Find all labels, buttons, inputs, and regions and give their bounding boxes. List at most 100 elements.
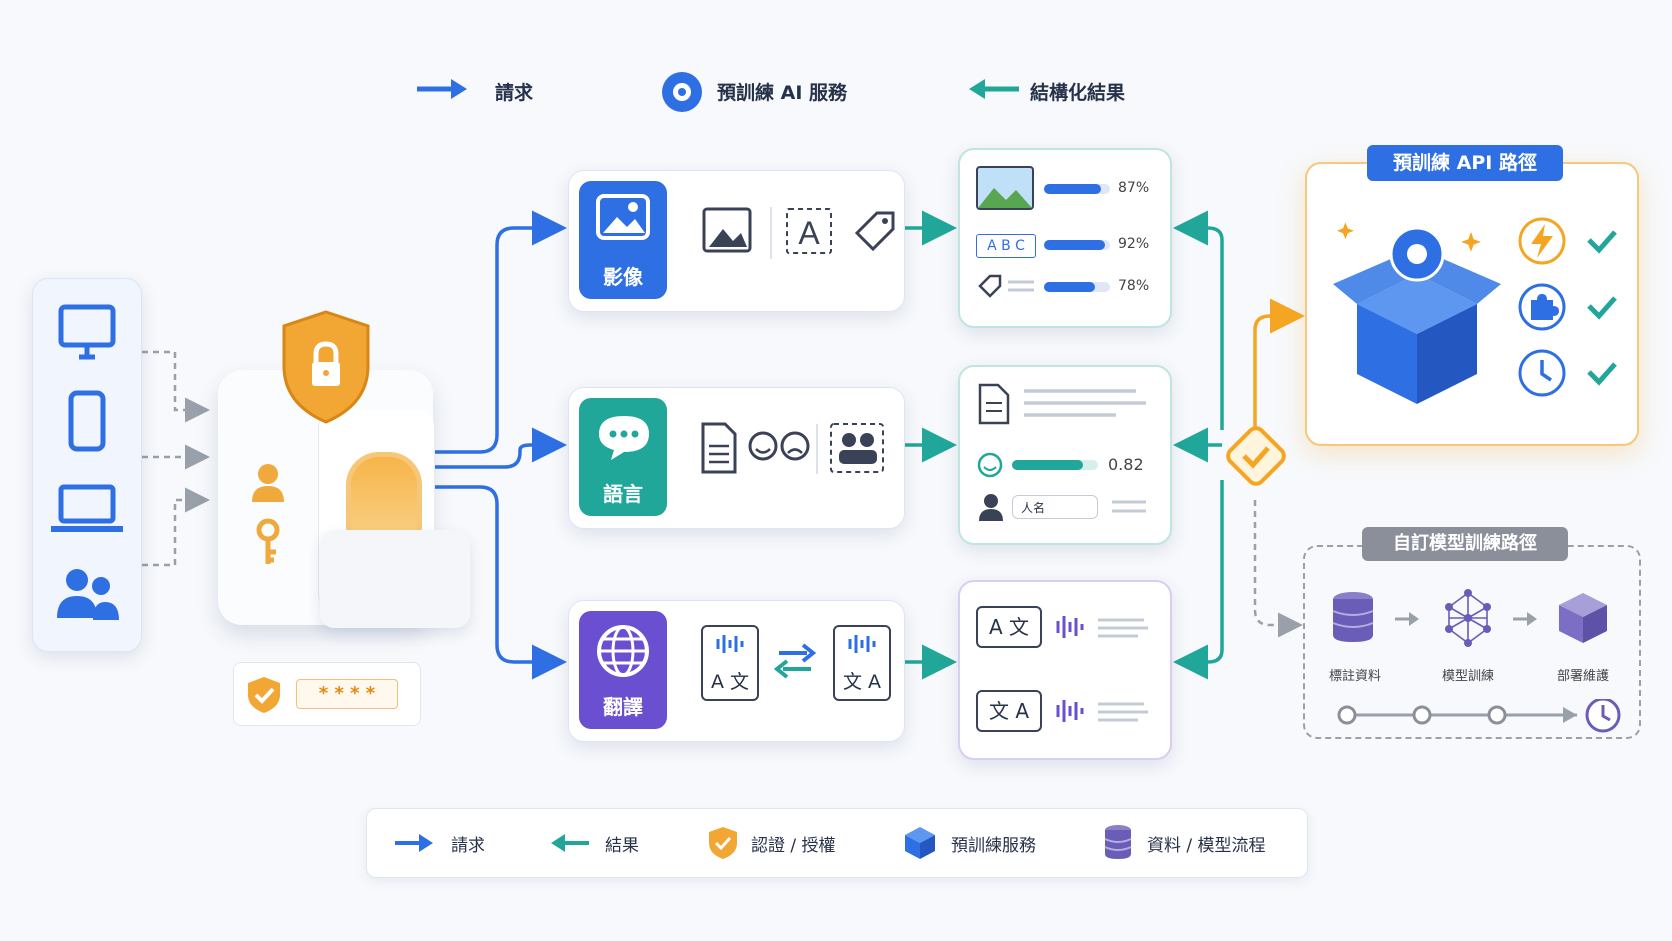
language-capabilities-icons bbox=[701, 422, 884, 474]
check-icon bbox=[1587, 362, 1617, 386]
cube-icon bbox=[1559, 593, 1607, 643]
neural-network-icon bbox=[1445, 589, 1491, 647]
auth-shield-icon bbox=[709, 827, 737, 859]
landscape-thumbnail-icon bbox=[976, 166, 1034, 210]
confidence-bar-track bbox=[1044, 282, 1110, 292]
verified-shield-icon bbox=[248, 677, 280, 713]
document-summary-icon bbox=[978, 383, 1146, 425]
check-icon bbox=[1587, 230, 1617, 254]
custom-model-panel: 標註資料 模型訓練 部署維護 bbox=[1303, 545, 1641, 739]
target-language-box: 文 A bbox=[833, 625, 891, 701]
pretrained-api-title: 預訓練 API 路徑 bbox=[1367, 145, 1563, 181]
source-glyphs: A 文 bbox=[710, 671, 750, 693]
image-capabilities-icons: A bbox=[702, 207, 895, 259]
decision-check-icon bbox=[1226, 426, 1286, 486]
legend-item-label: 認證 / 授權 bbox=[751, 836, 836, 856]
translate-results-card: A 文 文 A bbox=[958, 580, 1172, 760]
gear-icon bbox=[662, 72, 702, 112]
image-results-card: A B C 87% 92% 78% bbox=[958, 148, 1172, 328]
result-arrow-icon bbox=[551, 834, 589, 852]
legend-item-label: 請求 bbox=[451, 836, 485, 856]
waveform-lines-icon bbox=[1056, 700, 1148, 722]
confidence-bar-fill bbox=[1044, 184, 1102, 194]
target-glyphs: 文 A bbox=[842, 671, 882, 693]
credential-card: * * * * bbox=[233, 662, 421, 726]
chat-bubble-icon bbox=[599, 416, 649, 460]
image-service-tile: 影像 bbox=[579, 181, 667, 299]
waveform-lines-icon bbox=[1056, 616, 1148, 638]
arrow-right-icon bbox=[1513, 612, 1537, 626]
language-service-tile: 語言 bbox=[579, 398, 667, 516]
confidence-bar-fill bbox=[1044, 282, 1096, 292]
step-label: 模型訓練 bbox=[1441, 669, 1494, 684]
legend-item-label: 資料 / 模型流程 bbox=[1147, 836, 1266, 856]
service-box-icon bbox=[1333, 222, 1501, 404]
client-devices-panel bbox=[32, 278, 142, 652]
confidence-bar-fill bbox=[1044, 240, 1105, 250]
source-result-glyphs: A 文 bbox=[976, 606, 1042, 648]
clock-icon bbox=[1518, 349, 1566, 397]
entity-tag: 人名 bbox=[1012, 495, 1098, 519]
confidence-bar-track bbox=[1044, 184, 1110, 194]
translate-service-tile: 翻譯 bbox=[579, 611, 667, 729]
legend-ai-service-label: 預訓練 AI 服務 bbox=[717, 82, 848, 104]
globe-icon bbox=[597, 625, 649, 677]
confidence-value: 92% bbox=[1118, 236, 1150, 252]
waveform-icon bbox=[716, 635, 744, 653]
custom-model-title: 自訂模型訓練路徑 bbox=[1362, 527, 1568, 561]
legend-item-label: 預訓練服務 bbox=[951, 836, 1036, 856]
person-icon bbox=[979, 494, 1003, 521]
target-result-glyphs: 文 A bbox=[976, 690, 1042, 732]
request-arrow-icon bbox=[395, 834, 433, 852]
waveform-icon bbox=[848, 635, 876, 653]
confidence-value: 87% bbox=[1118, 180, 1150, 196]
sentiment-score: 0.82 bbox=[1108, 455, 1144, 474]
laptop-icon bbox=[51, 484, 123, 532]
image-service-label: 影像 bbox=[603, 265, 643, 289]
lightning-icon bbox=[1518, 217, 1566, 265]
language-results-card: 0.82 人名 bbox=[958, 365, 1172, 545]
result-arrow-icon bbox=[969, 79, 1019, 99]
tag-icon bbox=[978, 274, 1034, 298]
confidence-bar-track bbox=[1044, 240, 1110, 250]
legend-request-label: 請求 bbox=[495, 82, 534, 104]
bottom-legend: 請求 結果 認證 / 授權 預訓練服務 資料 / 模型流程 bbox=[366, 808, 1308, 878]
smile-icon bbox=[977, 452, 1003, 478]
service-cube-icon bbox=[905, 827, 935, 859]
user-key-icon bbox=[252, 464, 284, 564]
password-field: * * * * bbox=[296, 679, 398, 709]
check-icon bbox=[1587, 296, 1617, 320]
legend-item-label: 結果 bbox=[605, 836, 639, 856]
text-detect-label: A B C bbox=[976, 234, 1036, 258]
step-label: 標註資料 bbox=[1328, 669, 1381, 684]
gateway-step bbox=[320, 530, 470, 628]
database-icon bbox=[1332, 592, 1374, 642]
language-service-label: 語言 bbox=[603, 482, 643, 506]
source-language-box: A 文 bbox=[701, 625, 759, 701]
puzzle-icon bbox=[1518, 283, 1566, 331]
data-model-icon bbox=[1104, 825, 1132, 859]
sentiment-bar-fill bbox=[1012, 460, 1083, 470]
legend-result-label: 結構化結果 bbox=[1030, 82, 1126, 104]
pretrained-api-panel bbox=[1305, 162, 1639, 446]
language-service-card: 語言 bbox=[568, 387, 905, 529]
phone-icon bbox=[68, 390, 106, 452]
sentiment-bar-track bbox=[1012, 460, 1098, 470]
users-icon bbox=[57, 569, 119, 620]
training-timeline bbox=[1337, 699, 1621, 733]
confidence-value: 78% bbox=[1118, 278, 1150, 294]
desktop-icon bbox=[58, 304, 116, 360]
image-icon bbox=[596, 194, 650, 240]
step-label: 部署維護 bbox=[1556, 669, 1609, 684]
entity-lines bbox=[1112, 500, 1146, 513]
translate-service-label: 翻譯 bbox=[603, 695, 643, 719]
svg-text:A: A bbox=[798, 215, 820, 251]
arrow-right-icon bbox=[1395, 612, 1419, 626]
translate-service-card: 翻譯 A 文 文 A bbox=[568, 600, 905, 742]
swap-arrows-icon bbox=[773, 643, 817, 679]
request-arrow-icon bbox=[417, 79, 467, 99]
security-shield-icon bbox=[282, 310, 370, 424]
image-service-card: 影像 A bbox=[568, 170, 905, 312]
